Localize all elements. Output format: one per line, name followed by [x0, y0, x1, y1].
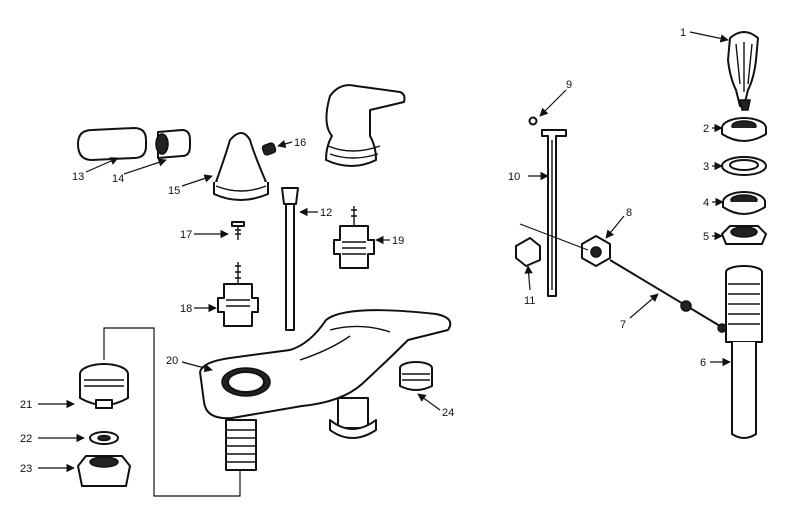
part-18-cartridge: [217, 262, 259, 327]
label-10: 10: [508, 171, 520, 183]
label-3: 3: [703, 161, 709, 173]
part-3-washer: [721, 156, 767, 176]
label-23: 23: [20, 463, 32, 475]
label-9: 9: [566, 79, 572, 91]
part-7-pivot-rod: [609, 259, 721, 327]
connection-bracket: [103, 327, 241, 497]
part-2-flange: [721, 117, 767, 142]
label-7: 7: [620, 319, 626, 331]
label-14: 14: [112, 173, 124, 185]
label-6: 6: [700, 357, 706, 369]
part-14-handle-cap: [155, 129, 191, 159]
part-1-pop-up-knob: [727, 31, 759, 111]
label-4: 4: [703, 197, 709, 209]
part-21-coupling-nut: [79, 363, 129, 409]
label-11: 11: [524, 295, 535, 307]
label-5: 5: [703, 231, 709, 243]
label-2: 2: [703, 123, 709, 135]
part-16-screw: [261, 142, 277, 156]
part-6-drain-body: [717, 265, 763, 439]
part-15-knob: [213, 132, 269, 201]
part-20-faucet-body: [199, 309, 452, 471]
part-22-washer: [89, 431, 119, 445]
label-8: 8: [626, 207, 632, 219]
label-18: 18: [180, 303, 192, 315]
label-19: 19: [392, 235, 404, 247]
label-15: 15: [168, 185, 180, 197]
label-22: 22: [20, 433, 32, 445]
lever-handle: [325, 84, 406, 167]
label-1: 1: [680, 27, 686, 39]
leader-lines: [38, 31, 731, 473]
part-11-clip: [515, 237, 541, 267]
part-17-screw: [231, 221, 245, 240]
label-21: 21: [20, 399, 32, 411]
part-labels: 1 2 3 4 5 6 7 8 9 10 11 12 13 14 15 16 1…: [20, 27, 709, 475]
part-5-locknut: [721, 225, 767, 245]
label-16: 16: [294, 137, 306, 149]
part-9-ball: [528, 116, 538, 126]
part-13-handle: [77, 127, 147, 161]
part-19-cartridge: [333, 206, 375, 269]
part-4-gasket: [722, 191, 766, 215]
label-12: 12: [320, 207, 332, 219]
label-17: 17: [180, 229, 192, 241]
label-24: 24: [442, 407, 454, 419]
part-23-nut: [77, 455, 131, 487]
part-8-pivot-nut: [581, 235, 611, 267]
part-24-aerator: [399, 361, 433, 391]
part-12-lift-rod: [281, 187, 299, 331]
label-13: 13: [72, 171, 84, 183]
part-10-lift-strap: [519, 129, 589, 297]
label-20: 20: [166, 355, 178, 367]
